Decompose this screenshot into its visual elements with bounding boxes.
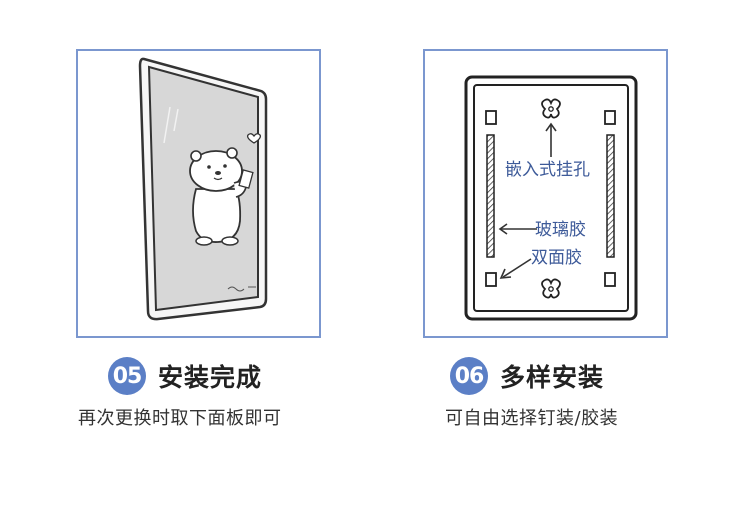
hook-icon-top	[541, 98, 561, 119]
label-hook: 嵌入式挂孔	[505, 160, 590, 180]
step-title: 多样安装	[500, 363, 605, 392]
tape-square-bottom-left	[485, 272, 497, 287]
glue-strip-right	[606, 134, 615, 258]
arrow-tape	[502, 258, 532, 278]
step-number-badge: 06	[450, 357, 488, 395]
bear-icon	[189, 147, 254, 246]
tape-square-top-right	[604, 110, 616, 125]
heart-icon	[246, 133, 262, 144]
label-double-tape: 双面胶	[531, 248, 582, 268]
illustration-panel-installed	[76, 49, 321, 338]
step-06-heading: 06 多样安装	[450, 357, 604, 395]
step-title: 安装完成	[158, 363, 263, 392]
illustration-panel-mounting: 嵌入式挂孔 玻璃胶 双面胶	[423, 49, 668, 338]
tape-square-top-left	[485, 110, 497, 125]
signature-mark	[227, 286, 256, 292]
framed-bear-illustration	[138, 57, 268, 321]
hook-icon-bottom	[541, 278, 561, 299]
step-05-heading: 05 安装完成	[108, 357, 262, 395]
step-06-caption: 可自由选择钉装/胶装	[445, 408, 619, 429]
label-glass-glue: 玻璃胶	[535, 220, 586, 240]
step-number-badge: 05	[108, 357, 146, 395]
panel-back-inner	[473, 84, 629, 312]
tape-square-bottom-right	[604, 272, 616, 287]
glue-strip-left	[486, 134, 495, 258]
step-05-caption: 再次更换时取下面板即可	[78, 408, 282, 429]
mounting-diagram: 嵌入式挂孔 玻璃胶 双面胶	[464, 75, 638, 321]
